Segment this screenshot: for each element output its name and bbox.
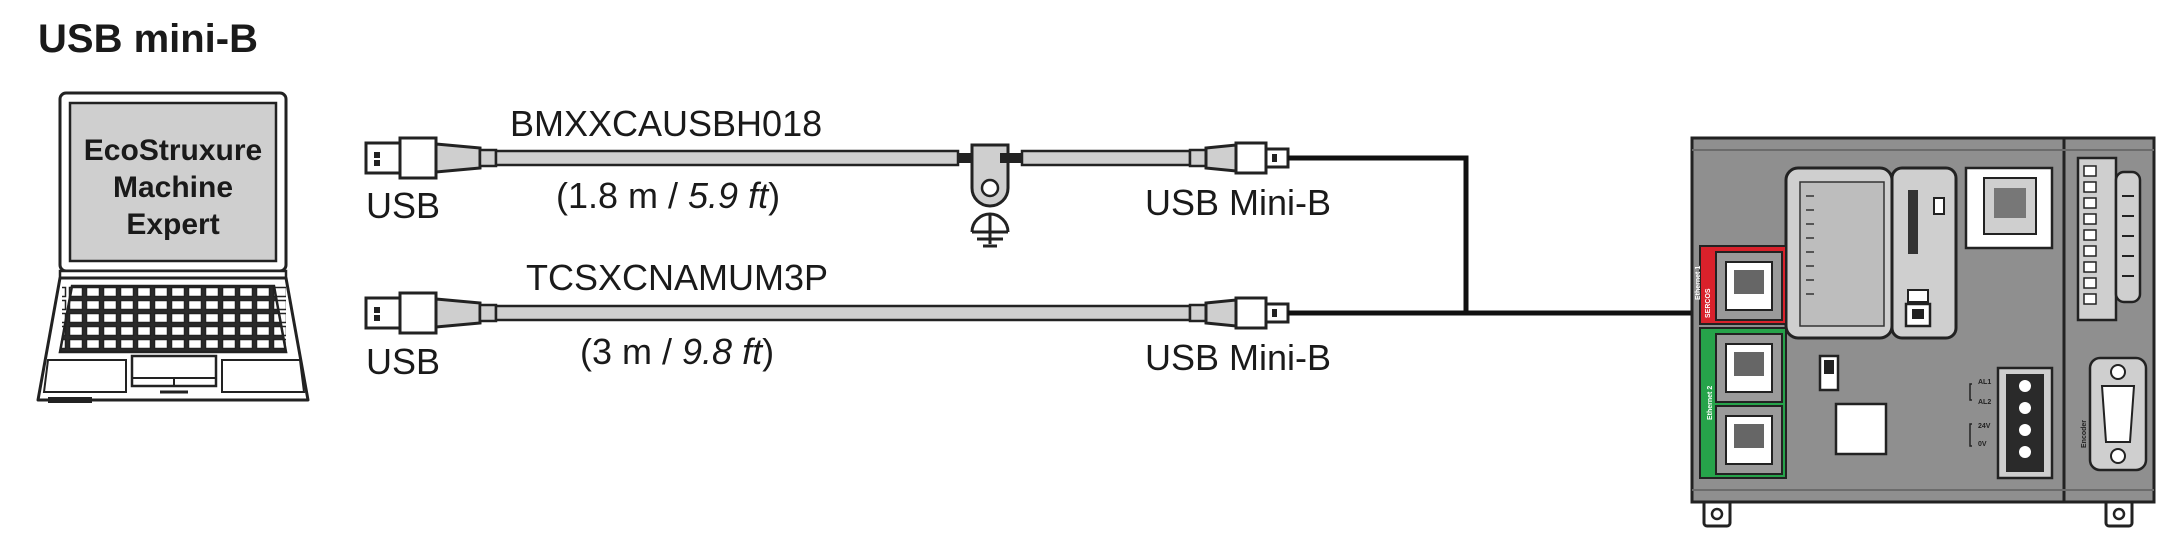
software-name-line-1: EcoStruxure	[84, 134, 262, 167]
cable-1-part-number: BMXXCAUSBH018	[510, 103, 822, 144]
cable-2-usb-label: USB	[366, 341, 440, 382]
cable-2-part-number: TCSXCNAMUM3P	[526, 257, 828, 298]
ground-clamp	[958, 143, 1022, 208]
ethernet-2-port-label: Ethernet 2	[1707, 386, 1714, 420]
usb-mini-b-connector-1	[1188, 141, 1290, 175]
cable-2-mini-b-label: USB Mini-B	[1145, 337, 1331, 378]
diagram-title: USB mini-B	[38, 17, 258, 61]
terminal-label-al2: AL2	[1978, 399, 1991, 406]
terminal-label-al1: AL1	[1978, 379, 1991, 386]
motion-controller: SERCOS Ethernet 1 Ethernet 2 AL1 AL2 24V…	[1690, 136, 2156, 528]
cable-1	[364, 136, 1469, 312]
usb-a-connector-2	[364, 291, 498, 335]
encoder-port-label: Encoder	[2081, 420, 2088, 448]
usb-a-connector-1	[364, 136, 498, 180]
software-name-line-3: Expert	[126, 208, 219, 241]
cable-1-mini-b-label: USB Mini-B	[1145, 182, 1331, 223]
sercos-port-label: SERCOS	[1705, 288, 1712, 318]
ethernet-1-port-label: Ethernet 1	[1695, 266, 1702, 300]
terminal-label-24v: 24V	[1978, 423, 1991, 430]
terminal-label-0v: 0V	[1978, 441, 1987, 448]
software-name-line-2: Machine	[113, 171, 233, 204]
ground-icon	[970, 212, 1010, 248]
cable-2-length: (3 m / 9.8 ft)	[580, 331, 774, 372]
cable-1-length: (1.8 m / 5.9 ft)	[556, 175, 780, 216]
cable-1-usb-label: USB	[366, 185, 440, 226]
usb-mini-b-connector-2	[1188, 296, 1290, 330]
cable-2	[364, 291, 1852, 335]
laptop-icon	[36, 91, 310, 403]
